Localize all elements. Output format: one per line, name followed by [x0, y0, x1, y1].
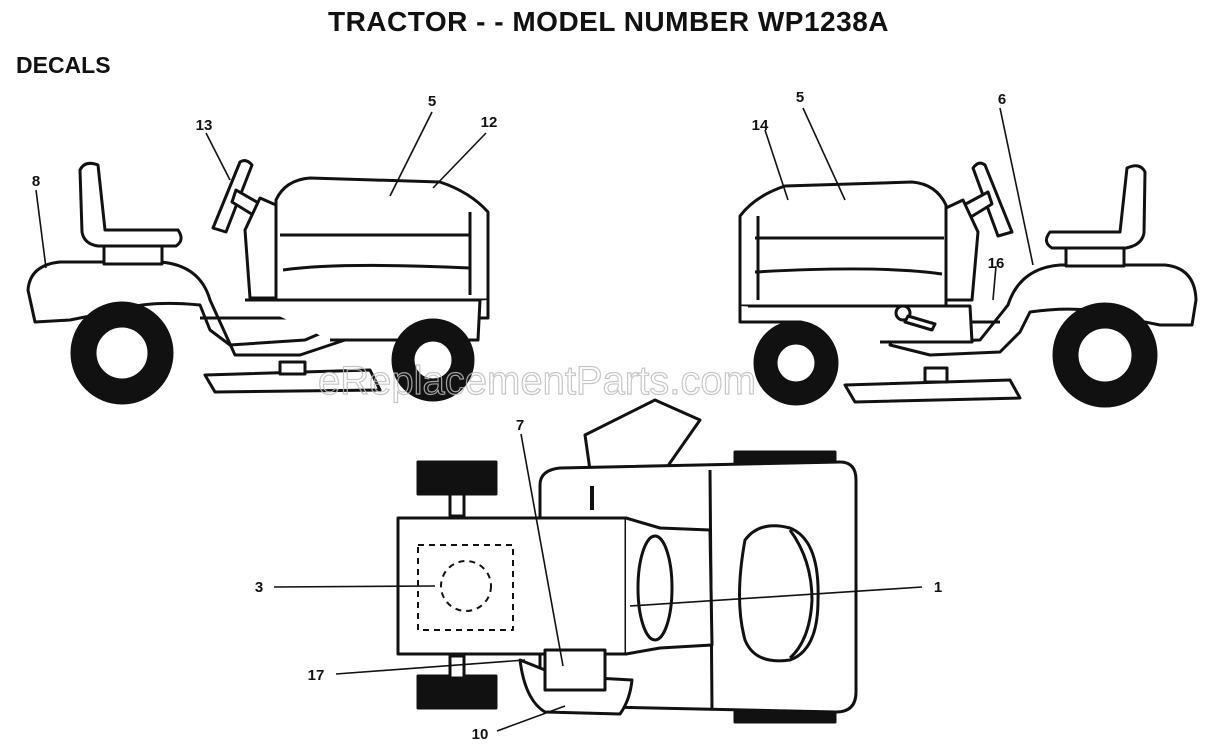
callout-12: 12: [481, 114, 498, 131]
leader-lines: [35, 107, 1034, 732]
callout-13: 13: [196, 117, 213, 134]
callout-8: 8: [32, 173, 40, 190]
callout-5-right: 5: [796, 89, 804, 106]
callout-14: 14: [752, 117, 769, 134]
callout-5-left: 5: [428, 93, 436, 110]
callout-3: 3: [255, 579, 263, 596]
callout-10: 10: [472, 726, 489, 743]
tractor-top-view: [396, 398, 858, 724]
callout-6: 6: [998, 91, 1006, 108]
diagram-title: TRACTOR - - MODEL NUMBER WP1238A: [327, 6, 889, 37]
callout-1: 1: [934, 579, 942, 596]
tractor-right-side-view: [738, 161, 1198, 408]
callout-7: 7: [516, 417, 524, 434]
section-label: DECALS: [16, 52, 111, 78]
tractor-left-side-view: [26, 159, 490, 405]
callout-labels: 8 13 5 12 14 5 6 16 7 3 1 17 10: [32, 89, 1006, 743]
watermark-text: eReplacementParts.com: [318, 359, 756, 403]
callout-17: 17: [308, 667, 325, 684]
callout-16: 16: [988, 255, 1005, 272]
